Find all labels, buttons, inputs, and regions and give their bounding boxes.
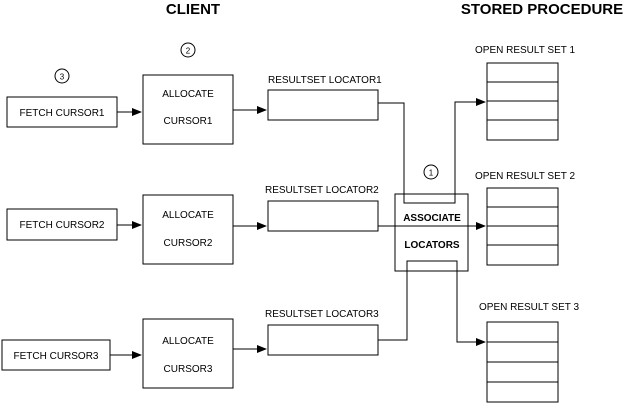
associate-line1: ASSOCIATE bbox=[403, 213, 461, 224]
allocate-cursor1-line1: ALLOCATE bbox=[162, 89, 214, 100]
fetch-cursor3-label: FETCH CURSOR3 bbox=[13, 351, 98, 362]
locator1-box bbox=[267, 89, 379, 121]
result-set1-label: OPEN RESULT SET 1 bbox=[475, 45, 575, 56]
allocate-cursor2-line1: ALLOCATE bbox=[162, 210, 214, 221]
associate-locators-box bbox=[394, 193, 469, 272]
fetch-cursor2-label: FETCH CURSOR2 bbox=[19, 220, 104, 231]
allocate-cursor2-line2: CURSOR2 bbox=[164, 238, 213, 249]
path-locator1-to-result-set1 bbox=[378, 98, 486, 204]
fetch-cursor1-label: FETCH CURSOR1 bbox=[19, 108, 104, 119]
locator2-label: RESULTSET LOCATOR2 bbox=[265, 185, 379, 196]
step-marker-1-label: 1 bbox=[429, 169, 434, 178]
step-marker-2-label: 2 bbox=[186, 47, 191, 56]
locator2-box bbox=[267, 200, 379, 232]
step-marker-3: 3 bbox=[54, 68, 70, 84]
step-marker-1: 1 bbox=[423, 164, 439, 180]
result-set2-table bbox=[486, 187, 559, 266]
locator3-label: RESULTSET LOCATOR3 bbox=[265, 309, 379, 320]
allocate-cursor3-box bbox=[142, 318, 234, 389]
result-set3-table bbox=[486, 321, 559, 403]
allocate-cursor1-box bbox=[142, 74, 234, 145]
allocate-cursor1-line2: CURSOR1 bbox=[164, 116, 213, 127]
stored-procedure-header: STORED PROCEDURE bbox=[461, 1, 623, 18]
allocate-cursor2-box bbox=[142, 194, 234, 265]
locator3-box bbox=[267, 324, 379, 356]
allocate-cursor3-line2: CURSOR3 bbox=[164, 364, 213, 375]
allocate-cursor3-line1: ALLOCATE bbox=[162, 336, 214, 347]
fetch-cursor2-box bbox=[6, 208, 118, 241]
locator1-label: RESULTSET LOCATOR1 bbox=[268, 75, 382, 86]
fetch-cursor3-box bbox=[1, 339, 111, 371]
step-marker-2: 2 bbox=[180, 42, 196, 58]
client-header: CLIENT bbox=[166, 1, 220, 18]
result-set2-label: OPEN RESULT SET 2 bbox=[475, 171, 575, 182]
associate-line2: LOCATORS bbox=[404, 240, 460, 251]
path-locator3-to-result-set3 bbox=[378, 260, 486, 346]
result-set1-table bbox=[486, 62, 559, 141]
result-set3-label: OPEN RESULT SET 3 bbox=[479, 302, 579, 313]
step-marker-3-label: 3 bbox=[60, 73, 65, 82]
